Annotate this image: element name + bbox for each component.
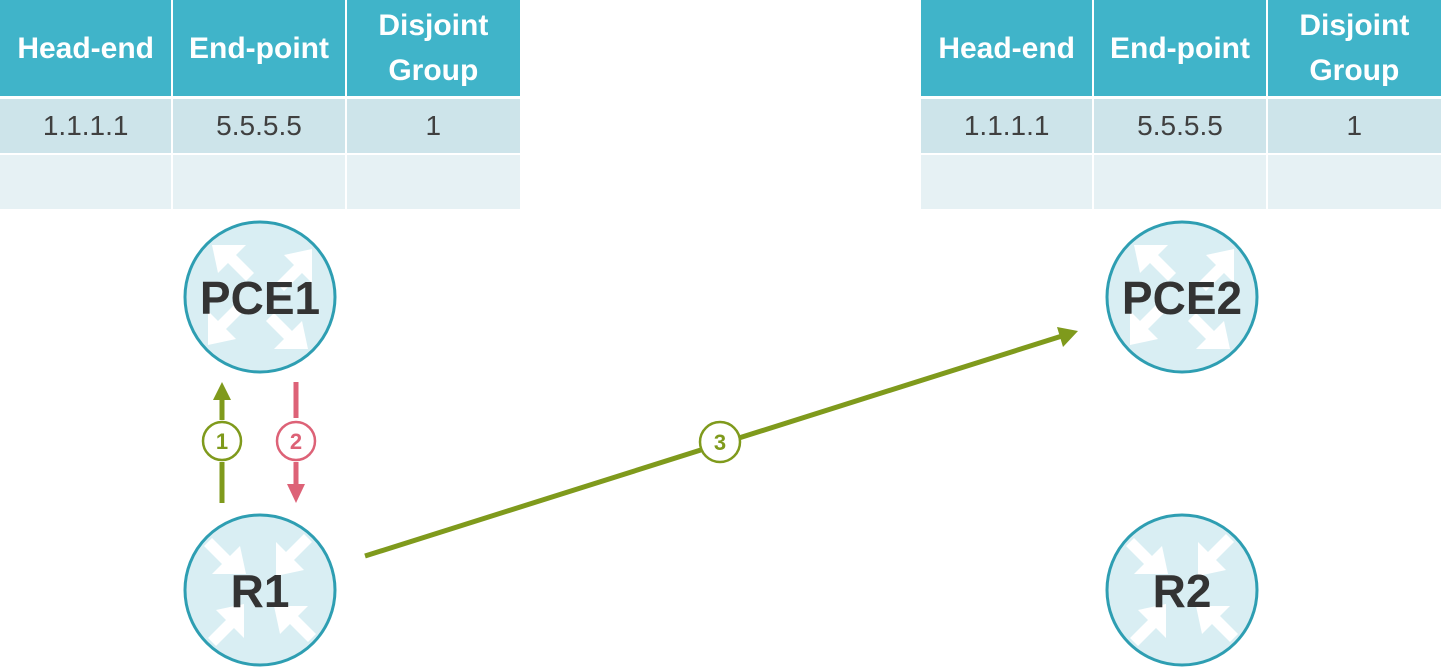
cell-end-point: [1094, 155, 1268, 211]
header-head-end: Head-end: [921, 0, 1095, 99]
arrow-head-up-icon: [213, 382, 231, 400]
table-row: 1.1.1.1 5.5.5.5 1: [921, 99, 1441, 155]
step-number-3: 3: [714, 430, 726, 455]
header-end-point: End-point: [173, 0, 347, 99]
cell-head-end: 1.1.1.1: [0, 99, 174, 155]
cell-end-point: [173, 155, 347, 211]
header-disjoint-group: Disjoint Group: [1267, 0, 1441, 99]
right-disjoint-table: Head-end End-point Disjoint Group 1.1.1.…: [921, 0, 1441, 211]
step-badge: [698, 420, 742, 464]
step-badge: [201, 420, 243, 462]
router-arrows-icon: [1126, 534, 1238, 646]
step-badge: [275, 420, 317, 462]
arrow-head-icon: [1057, 327, 1078, 347]
node-label-r1: R1: [231, 565, 290, 617]
header-head-end: Head-end: [0, 0, 174, 99]
router-pce1[interactable]: PCE1: [183, 220, 337, 374]
cell-disjoint-group: [346, 155, 520, 211]
router-r1[interactable]: R1: [183, 513, 337, 667]
table-row: 1.1.1.1 5.5.5.5 1: [0, 99, 520, 155]
step-number-1: 1: [216, 429, 228, 454]
cell-head-end: 1.1.1.1: [921, 99, 1095, 155]
node-label-pce2: PCE2: [1122, 272, 1242, 324]
table-row: [921, 155, 1441, 211]
step-3-arrow: 3: [364, 327, 1078, 559]
node-label-r2: R2: [1153, 565, 1212, 617]
arrow-head-down-icon: [287, 484, 305, 503]
cell-disjoint-group: 1: [1267, 99, 1441, 155]
router-arrows-icon: [204, 534, 316, 646]
header-disjoint-group: Disjoint Group: [346, 0, 520, 99]
router-r2[interactable]: R2: [1105, 513, 1259, 667]
cell-end-point: 5.5.5.5: [173, 99, 347, 155]
cell-head-end: [0, 155, 174, 211]
cell-end-point: 5.5.5.5: [1094, 99, 1268, 155]
cell-disjoint-group: [1267, 155, 1441, 211]
step-number-2: 2: [290, 429, 302, 454]
router-arrows-icon: [208, 245, 312, 349]
left-disjoint-table: Head-end End-point Disjoint Group 1.1.1.…: [0, 0, 520, 211]
router-arrows-icon: [1130, 245, 1234, 349]
cell-head-end: [921, 155, 1095, 211]
header-end-point: End-point: [1094, 0, 1268, 99]
step-1-arrow: 1: [201, 382, 243, 503]
table-header-row: Head-end End-point Disjoint Group: [0, 0, 520, 99]
cell-disjoint-group: 1: [346, 99, 520, 155]
table-row: [0, 155, 520, 211]
router-pce2[interactable]: PCE2: [1105, 220, 1259, 374]
table-header-row: Head-end End-point Disjoint Group: [921, 0, 1441, 99]
node-label-pce1: PCE1: [200, 272, 320, 324]
step-2-arrow: 2: [275, 382, 317, 503]
